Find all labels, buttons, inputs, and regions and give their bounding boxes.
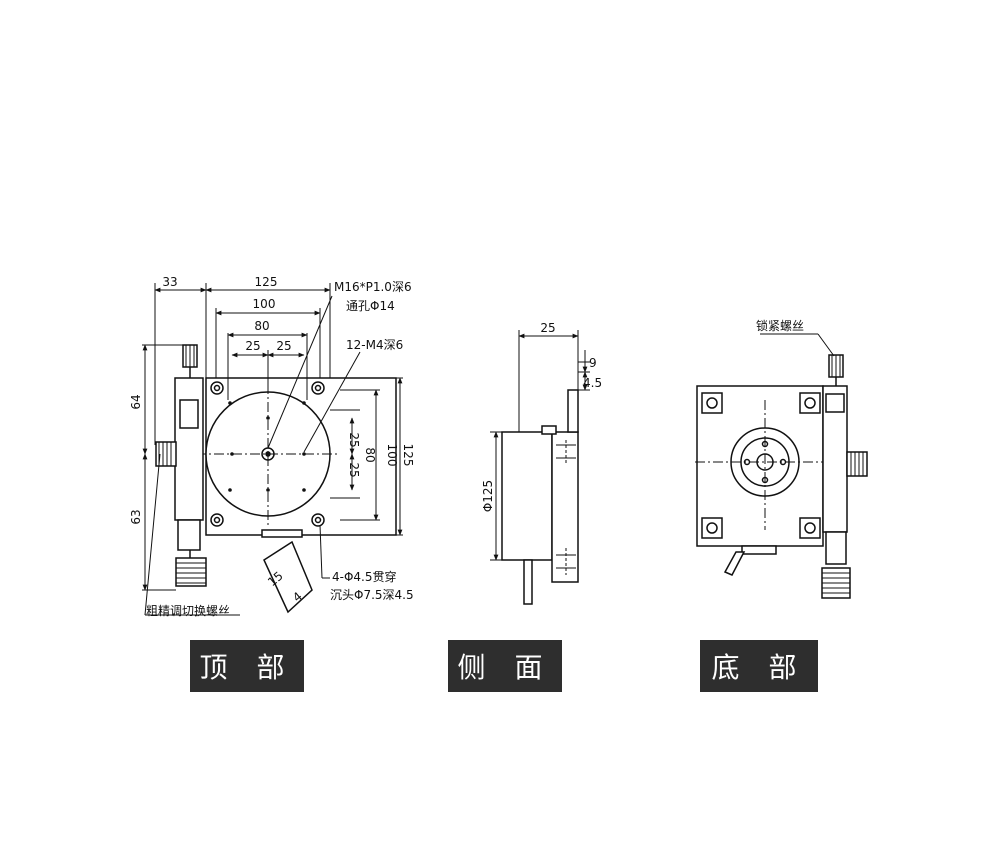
bottom-view-leader (760, 333, 835, 357)
dim-33: 33 (162, 275, 177, 289)
note-thread: M16*P1.0深6 (334, 280, 412, 294)
dim-v80: 80 (363, 447, 377, 462)
dim-125: 125 (255, 275, 278, 289)
note-switch-screw: 粗精调切换螺丝 (146, 604, 230, 618)
dim-v100: 100 (385, 444, 399, 467)
dim-64: 64 (129, 394, 143, 409)
dim-side-25: 25 (540, 321, 555, 335)
bottom-corner-holes (701, 392, 821, 539)
label-top-view: 顶 部 (190, 640, 304, 692)
side-view (501, 389, 579, 605)
note-tapped-holes: 12-M4深6 (346, 338, 403, 352)
dim-63: 63 (129, 509, 143, 524)
dim-v25-top: 25 (347, 432, 361, 447)
dim-100: 100 (253, 297, 276, 311)
dim-80: 80 (254, 319, 269, 333)
dim-side-dia125: Φ125 (481, 480, 495, 512)
note-lock-screw: 锁紧螺丝 (756, 318, 804, 333)
dim-side-9: 9 (589, 356, 597, 370)
bottom-view (695, 354, 868, 599)
dim-side-4-5: 4.5 (583, 376, 602, 390)
tapped-hole-marks (228, 401, 306, 492)
dim-25-right: 25 (276, 339, 291, 353)
dim-v125: 125 (401, 444, 415, 467)
label-bottom-view: 底 部 (700, 640, 818, 692)
top-view-dimensions (142, 283, 403, 616)
note-mount-holes: 4-Φ4.5贯穿 (332, 569, 397, 584)
note-through-hole: 通孔Φ14 (346, 299, 395, 313)
dim-25-left: 25 (245, 339, 260, 353)
label-side-view: 侧 面 (448, 640, 562, 692)
dim-v25-bottom: 25 (347, 462, 361, 477)
top-view (155, 344, 397, 614)
note-counterbore: 沉头Φ7.5深4.5 (330, 588, 414, 602)
side-view-dimensions (490, 330, 590, 561)
corner-holes (210, 381, 325, 527)
